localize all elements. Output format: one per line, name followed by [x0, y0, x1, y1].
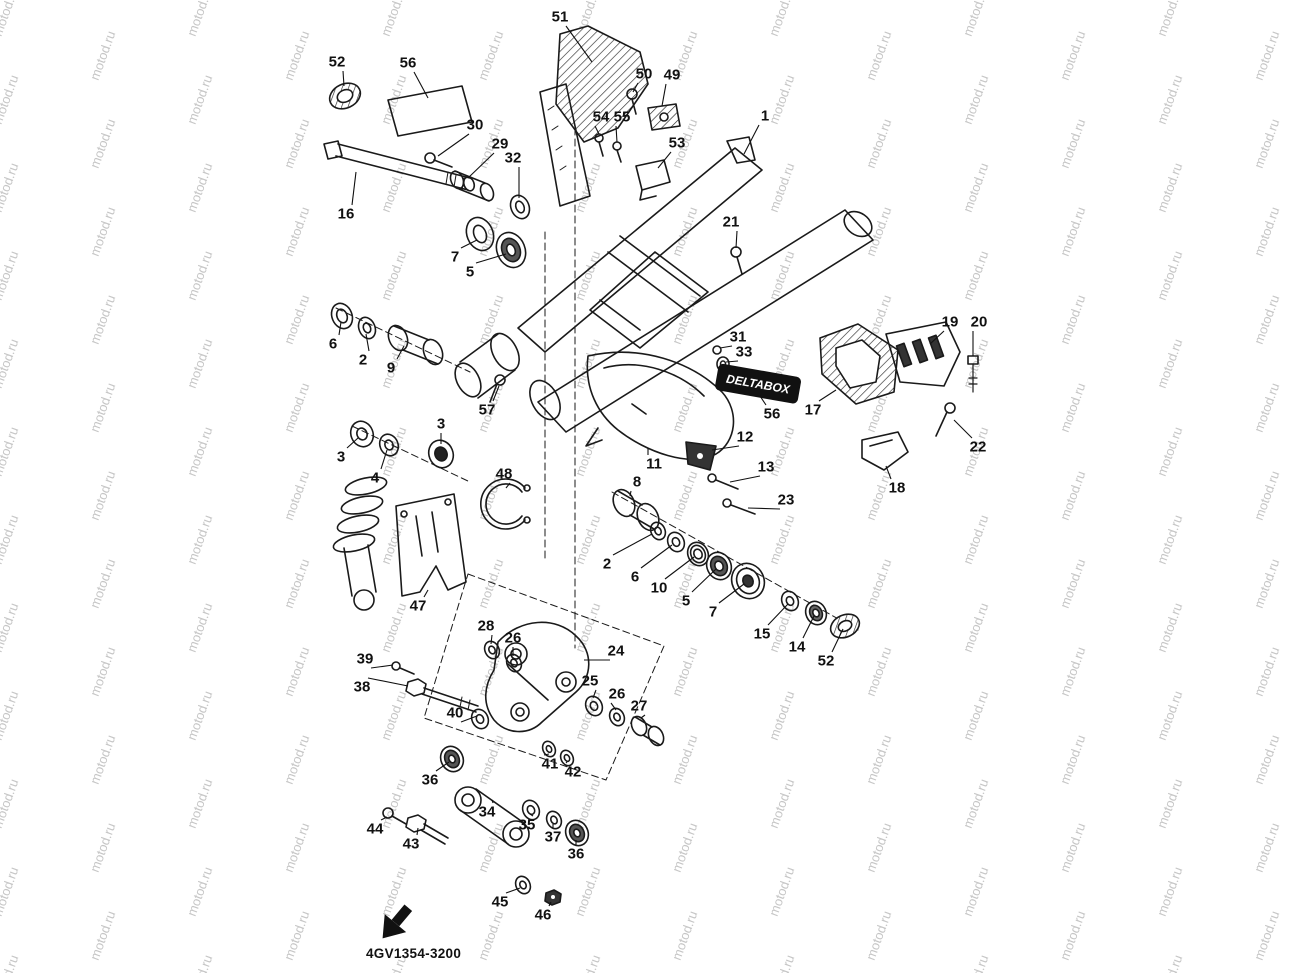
construction-lines: [335, 127, 859, 781]
chain-case: [585, 351, 756, 515]
relay-arm-assembly: [391, 621, 665, 747]
swingarm-body: [454, 136, 874, 433]
right-guards: [819, 321, 979, 471]
cap-and-plate: [328, 82, 473, 137]
right-bearing-series: [612, 488, 861, 639]
connecting-rod-assembly: [382, 740, 590, 906]
seal-guard: [539, 25, 681, 207]
case-sticker: DELTABOX: [715, 363, 801, 404]
diagram-part-code: 4GV1354-3200: [366, 946, 462, 961]
fwd-arrow-icon: [382, 904, 413, 939]
upper-seals: [465, 216, 527, 269]
shock-and-guard: [332, 476, 531, 611]
pivot-shaft: [323, 140, 531, 220]
